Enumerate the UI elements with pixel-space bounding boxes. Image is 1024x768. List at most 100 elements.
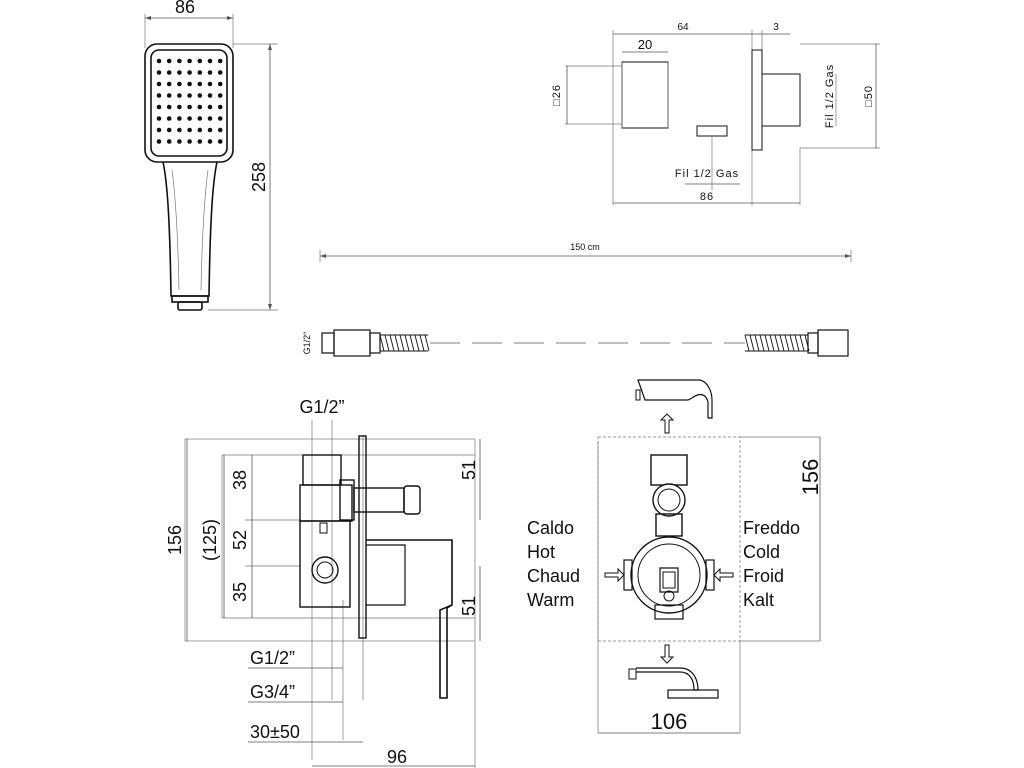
- nozzle: [187, 127, 192, 133]
- shower-hose-drawing: 150 cm G1/2": [302, 242, 852, 357]
- outlet-dim-50: □50: [863, 85, 875, 107]
- nozzle: [187, 139, 192, 144]
- nozzle: [197, 104, 203, 110]
- nozzle: [217, 116, 223, 121]
- nozzle: [217, 139, 223, 144]
- mixer-side-dim-125: (125): [200, 519, 220, 561]
- hose-coil: [399, 334, 405, 352]
- hose-coil: [769, 334, 775, 352]
- nozzle: [187, 81, 192, 87]
- hose-coil: [749, 334, 755, 352]
- nozzle: [187, 93, 192, 98]
- nozzle: [197, 139, 203, 144]
- nozzle: [166, 70, 172, 75]
- nozzle: [217, 127, 223, 133]
- hose-coil: [409, 334, 415, 352]
- nozzle: [166, 127, 172, 133]
- hot-label-it: Caldo: [527, 518, 574, 538]
- hose-coil: [414, 334, 420, 352]
- nozzle: [187, 116, 192, 121]
- hose-length-label: 150 cm: [570, 242, 600, 252]
- hose-coil: [384, 334, 390, 352]
- nozzle: [177, 116, 182, 121]
- cold-label-de: Kalt: [743, 590, 774, 610]
- mixer-side-dim-156: 156: [165, 525, 185, 555]
- nozzle: [156, 81, 162, 87]
- nozzle: [217, 104, 223, 110]
- hose-coil: [394, 334, 400, 352]
- hose-coil: [419, 334, 425, 352]
- mixer-thread-g12: G1/2”: [250, 648, 295, 668]
- nozzle: [207, 116, 213, 121]
- nozzle: [197, 127, 203, 133]
- hose-coil: [779, 334, 785, 352]
- cold-label-en: Cold: [743, 542, 780, 562]
- outlet-dim-3: 3: [773, 22, 779, 33]
- outlet-thread-bottom: Fil 1/2 Gas: [675, 168, 739, 180]
- mixer-side-dim-51-top: 51: [459, 460, 479, 480]
- hand-shower-drawing: 86 258: [144, 0, 278, 311]
- cold-label-it: Freddo: [743, 518, 800, 538]
- hose-coil: [784, 334, 790, 352]
- nozzle: [207, 70, 213, 75]
- cold-label-fr: Froid: [743, 566, 784, 586]
- outlet-dim-26: □26: [551, 84, 563, 106]
- hand-shower-width-label: 86: [175, 0, 195, 17]
- nozzle: [166, 116, 172, 121]
- mixer-side-dim-96: 96: [387, 747, 407, 767]
- nozzle: [197, 58, 203, 64]
- hose-coil: [799, 334, 805, 352]
- hose-coil: [754, 334, 760, 352]
- nozzle: [217, 58, 223, 64]
- nozzle: [197, 81, 203, 87]
- mixer-side-dim-38: 38: [230, 470, 250, 490]
- mixer-side-view: G1/2” 156 (125) 38 52: [165, 397, 481, 768]
- nozzle: [207, 81, 213, 87]
- nozzle: [207, 104, 213, 110]
- hose-coil: [389, 334, 395, 352]
- nozzle: [207, 127, 213, 133]
- mixer-side-dim-35: 35: [230, 582, 250, 602]
- hose-coil: [764, 334, 770, 352]
- nozzle: [177, 81, 182, 87]
- outlet-dim-20: 20: [638, 37, 652, 52]
- nozzle: [187, 104, 192, 110]
- nozzle: [177, 58, 182, 64]
- nozzle: [207, 58, 213, 64]
- hose-coil: [759, 334, 765, 352]
- nozzle: [166, 104, 172, 110]
- nozzle: [156, 58, 162, 64]
- wall-outlet-drawing: 64 3 20 □26 □50 Fil 1/2 Gas Fil 1/2 Gas …: [551, 22, 880, 205]
- nozzle: [156, 93, 162, 98]
- mixer-top-thread: G1/2”: [299, 397, 344, 417]
- nozzle: [177, 93, 182, 98]
- mixer-install-range: 30±50: [250, 722, 300, 742]
- hand-shower-height-label: 258: [249, 162, 269, 192]
- nozzle: [207, 139, 213, 144]
- nozzle: [217, 93, 223, 98]
- nozzle: [156, 104, 162, 110]
- nozzle: [156, 127, 162, 133]
- nozzle: [156, 70, 162, 75]
- hose-coil: [744, 334, 750, 352]
- nozzle: [217, 70, 223, 75]
- hot-label-de: Warm: [527, 590, 574, 610]
- mixer-side-dim-52: 52: [230, 530, 250, 550]
- nozzle: [166, 93, 172, 98]
- nozzle: [197, 93, 203, 98]
- mixer-side-dim-51-bottom: 51: [459, 596, 479, 616]
- nozzle: [187, 58, 192, 64]
- nozzle: [197, 116, 203, 121]
- hose-coil: [424, 334, 430, 352]
- nozzle: [166, 81, 172, 87]
- mixer-front-dim-106: 106: [651, 709, 688, 734]
- mixer-front-dim-156: 156: [798, 459, 823, 496]
- outlet-dim-64: 64: [677, 22, 689, 33]
- nozzle: [156, 116, 162, 121]
- hose-coil: [804, 334, 810, 352]
- hose-coil: [774, 334, 780, 352]
- outlet-thread-side: Fil 1/2 Gas: [824, 64, 836, 128]
- mixer-front-view: 156 106 Caldo Hot Chaud Warm: [527, 379, 823, 734]
- nozzle: [187, 70, 192, 75]
